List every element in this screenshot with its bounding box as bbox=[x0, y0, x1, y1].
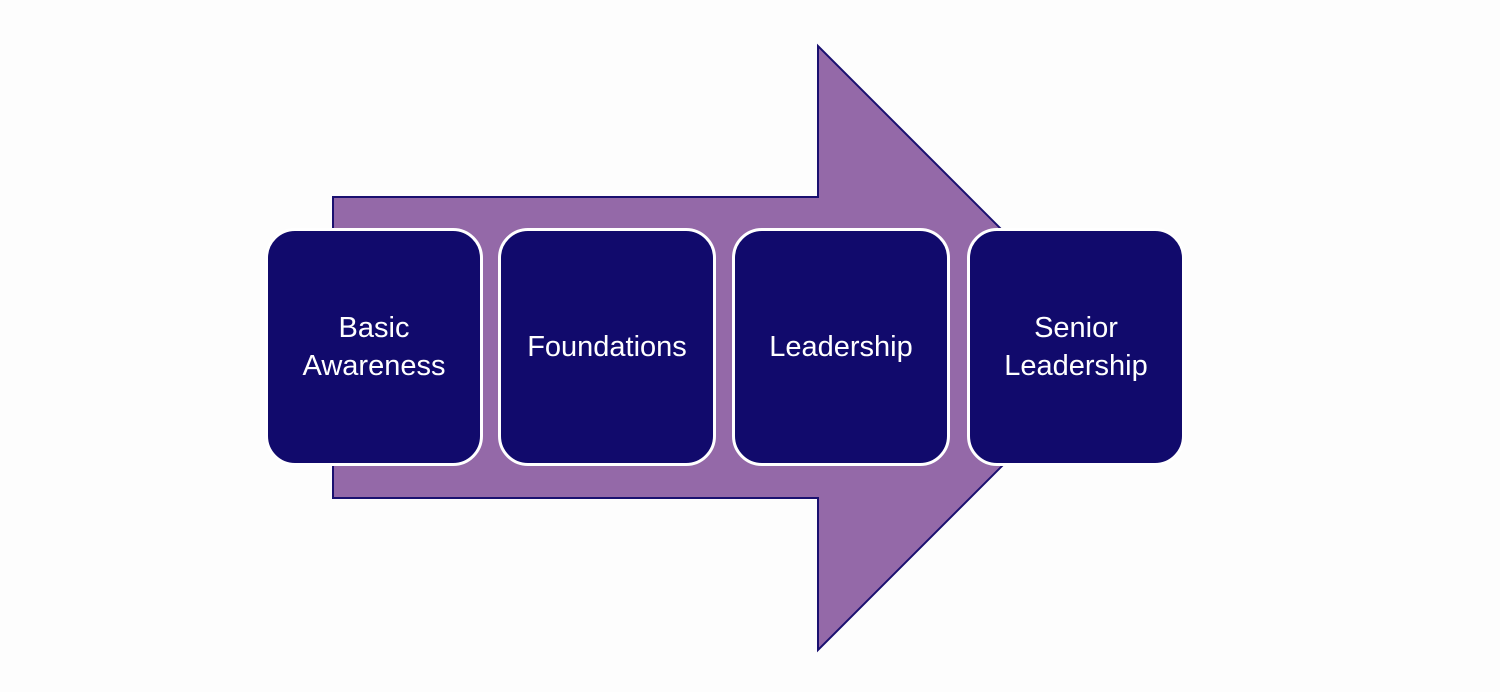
step-box-leadership: Leadership bbox=[732, 228, 950, 466]
step-label-leadership: Leadership bbox=[769, 331, 913, 363]
step-label-foundations: Foundations bbox=[527, 331, 687, 363]
step-label-senior-leadership: Senior Leadership bbox=[1004, 312, 1148, 382]
step-label-basic-awareness: Basic Awareness bbox=[302, 312, 446, 382]
step-box-senior-leadership: Senior Leadership bbox=[967, 228, 1185, 466]
step-box-foundations: Foundations bbox=[498, 228, 716, 466]
progression-arrow-shape bbox=[332, 43, 1122, 653]
step-box-basic-awareness: Basic Awareness bbox=[265, 228, 483, 466]
